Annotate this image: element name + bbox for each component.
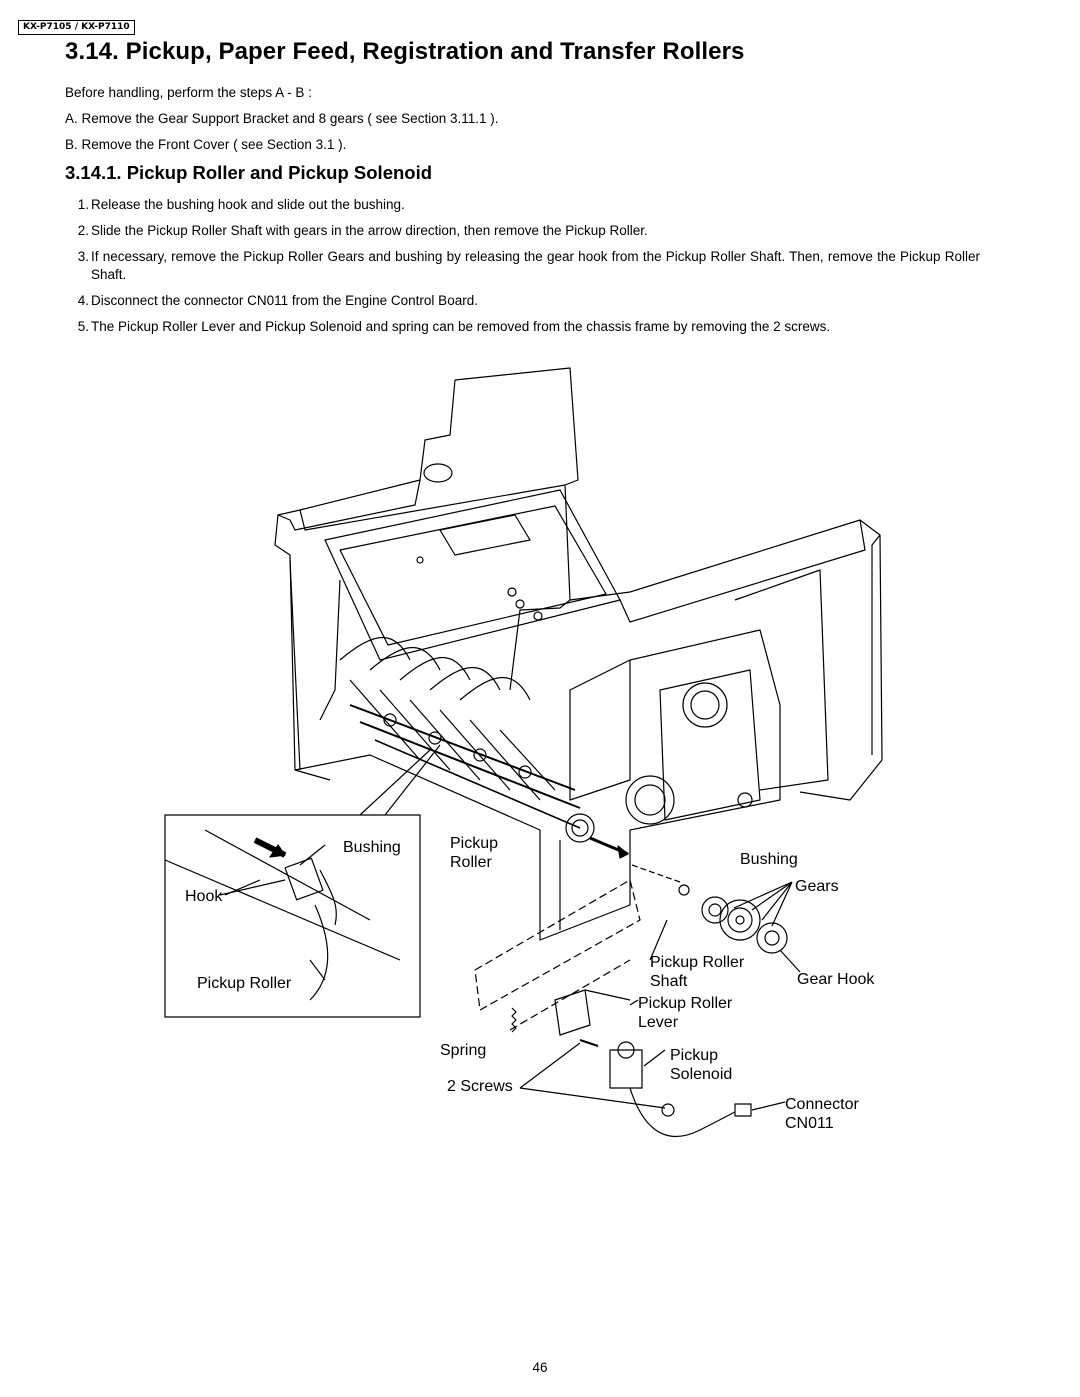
section-title: 3.14. Pickup, Paper Feed, Registration a… [65,38,745,65]
step-text: The Pickup Roller Lever and Pickup Solen… [91,319,831,334]
intro: Before handling, perform the steps A - B… [65,80,498,158]
exploded-diagram: Bushing Hook Pickup Roller Pickup Roller… [160,360,900,1150]
printer-chassis-illustration [164,367,883,1137]
step-text: Slide the Pickup Roller Shaft with gears… [91,223,648,238]
label-gears: Gears [795,878,839,895]
intro-lead: Before handling, perform the steps A - B… [65,85,312,100]
procedure-steps: 1. Release the bushing hook and slide ou… [65,196,980,344]
step-text: If necessary, remove the Pickup Roller G… [91,249,980,282]
label-pickup-roller-inset: Pickup Roller [197,975,292,992]
label-connector-line1: Connector [785,1096,859,1113]
label-lever-line1: Pickup Roller [638,995,733,1012]
step-number: 5. [77,319,89,334]
step-1: 1. Release the bushing hook and slide ou… [65,196,980,214]
step-number: 1. [77,197,89,212]
label-solenoid-line1: Pickup [670,1047,719,1064]
step-number: 4. [77,293,89,308]
label-bushing-inset: Bushing [343,839,401,856]
label-pickup-roller-line2: Roller [450,854,492,871]
model-tag: KX-P7105 / KX-P7110 [18,20,135,35]
label-connector-line2: CN011 [785,1115,834,1132]
step-5: 5. The Pickup Roller Lever and Pickup So… [65,318,980,336]
step-3: 3. If necessary, remove the Pickup Rolle… [65,248,980,284]
step-text: Disconnect the connector CN011 from the … [91,293,478,308]
intro-item-b: B. Remove the Front Cover ( see Section … [65,137,347,152]
label-solenoid-line2: Solenoid [670,1066,733,1083]
label-gear-hook: Gear Hook [797,971,875,988]
subsection-title: 3.14.1. Pickup Roller and Pickup Solenoi… [65,162,433,183]
step-number: 2. [77,223,89,238]
page-number: 46 [532,1360,548,1375]
label-pickup-roller-line1: Pickup [450,835,499,852]
step-4: 4. Disconnect the connector CN011 from t… [65,292,980,310]
label-hook: Hook [185,888,223,905]
intro-item-a: A. Remove the Gear Support Bracket and 8… [65,111,499,126]
label-lever-line2: Lever [638,1014,679,1031]
label-shaft-line2: Shaft [650,973,688,990]
label-shaft-line1: Pickup Roller [650,954,745,971]
label-screws: 2 Screws [447,1078,513,1095]
step-number: 3. [77,249,89,264]
step-text: Release the bushing hook and slide out t… [91,197,405,212]
label-bushing: Bushing [740,851,798,868]
step-2: 2. Slide the Pickup Roller Shaft with ge… [65,222,980,240]
label-spring: Spring [440,1042,487,1059]
